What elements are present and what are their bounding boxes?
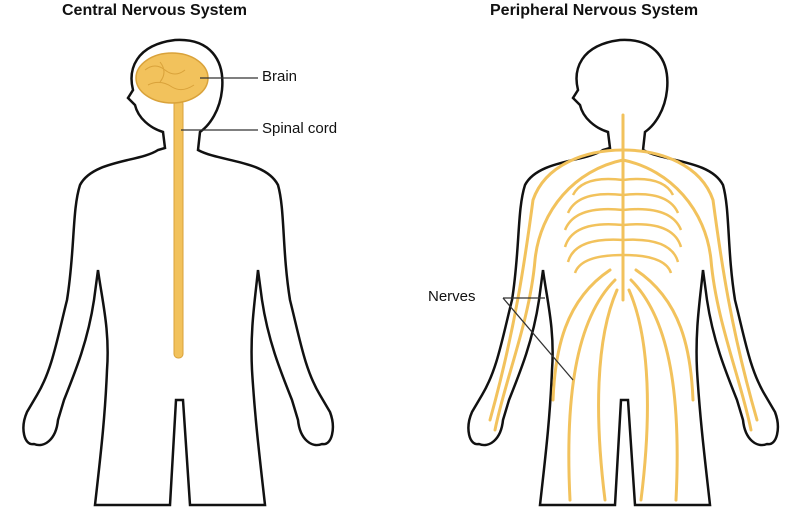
nerves — [488, 113, 759, 502]
nerves-leader-lines — [502, 297, 574, 381]
cns-title: Central Nervous System — [62, 2, 247, 19]
brain-label: Brain — [262, 68, 298, 85]
pns-title: Peripheral Nervous System — [490, 2, 699, 19]
nerves-label: Nerves — [428, 288, 476, 305]
brain — [135, 52, 209, 104]
ribs — [563, 177, 683, 274]
pns-figure — [467, 38, 780, 507]
spinal-cord-label: Spinal cord — [262, 120, 338, 137]
spinal-cord — [173, 99, 184, 359]
cns-figure — [22, 38, 335, 507]
brain-folds — [144, 61, 195, 91]
